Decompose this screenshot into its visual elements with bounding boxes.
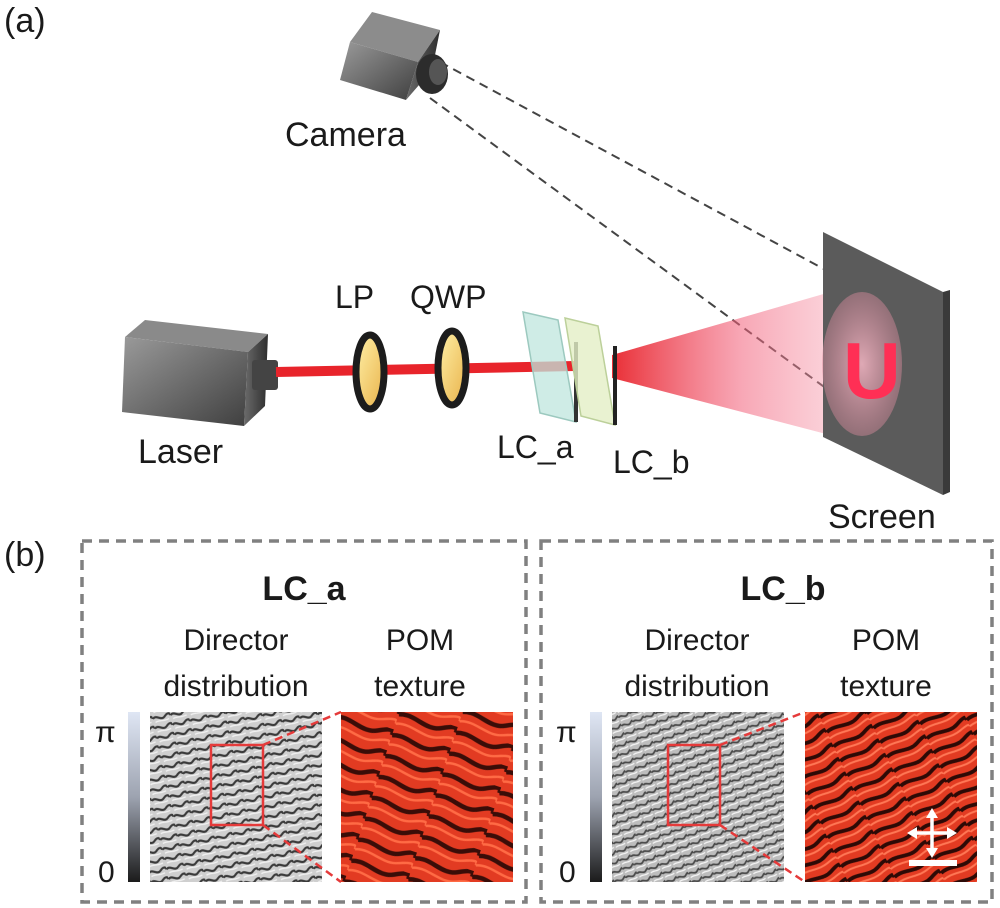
- lc-b-scale-min: 0: [559, 856, 576, 889]
- lc-b-col2-line1: POM: [852, 624, 920, 657]
- diffracted-beam-cone: [612, 280, 872, 446]
- lc-a-scale-max: π: [95, 716, 116, 749]
- lc-a-label: LC_a: [497, 429, 574, 465]
- lc-a-col1-line2: distribution: [163, 670, 308, 703]
- lc-b-scale-max: π: [556, 716, 577, 749]
- lc-a-col2-line1: POM: [386, 624, 454, 657]
- lc-b-detail-box: LC_b Director distribution POM texture π…: [539, 539, 994, 904]
- panel-a-label: (a): [4, 2, 46, 40]
- crossed-polarizers-icon: [907, 808, 957, 858]
- lp-label: LP: [335, 279, 374, 315]
- lc-b-pom-texture: [805, 712, 977, 882]
- lc-a-col1-line1: Director: [183, 624, 288, 657]
- lc-b-col1-line2: distribution: [624, 670, 769, 703]
- lc-a-pom-texture: [341, 712, 513, 882]
- lc-a-detail-box: LC_a Director distribution POM texture π…: [80, 539, 528, 904]
- screen-pattern-glyph: U: [843, 326, 901, 415]
- lc-a-col2-line2: texture: [374, 670, 466, 703]
- laser-label: Laser: [138, 433, 223, 471]
- camera-label: Camera: [285, 116, 406, 154]
- lc-a-zoom-line-top: [262, 710, 342, 747]
- linear-polarizer-icon: [352, 331, 388, 413]
- camera-view-line-top: [439, 61, 873, 296]
- lc-a-color-scale: [128, 712, 140, 882]
- quarter-wave-plate-icon: [434, 327, 470, 409]
- lc-a-box-title: LC_a: [262, 570, 346, 608]
- lc-b-plate-icon: [564, 317, 617, 427]
- lc-b-col2-line2: texture: [840, 670, 932, 703]
- screen-icon: U: [822, 232, 950, 495]
- qwp-label: QWP: [410, 279, 486, 315]
- lc-b-zoom-region: [666, 743, 722, 827]
- lc-b-zoom-line-bottom: [719, 823, 806, 884]
- lc-b-col1-line1: Director: [644, 624, 749, 657]
- lc-a-zoom-region: [209, 743, 265, 827]
- lc-a-scale-min: 0: [98, 856, 115, 889]
- laser-beam: [275, 361, 576, 377]
- laser-icon: [122, 320, 278, 426]
- lc-a-director-map: [150, 712, 322, 882]
- lc-b-color-scale: [590, 712, 602, 882]
- lc-b-director-map: [612, 712, 784, 882]
- lc-b-label: LC_b: [613, 444, 690, 480]
- panel-b-label: (b): [4, 536, 46, 574]
- lc-b-zoom-line-top: [719, 710, 806, 747]
- screen-label: Screen: [828, 498, 936, 536]
- scale-bar: [909, 860, 957, 866]
- camera-icon: [340, 12, 448, 100]
- lc-a-zoom-line-bottom: [262, 823, 342, 884]
- lc-b-box-title: LC_b: [741, 570, 826, 608]
